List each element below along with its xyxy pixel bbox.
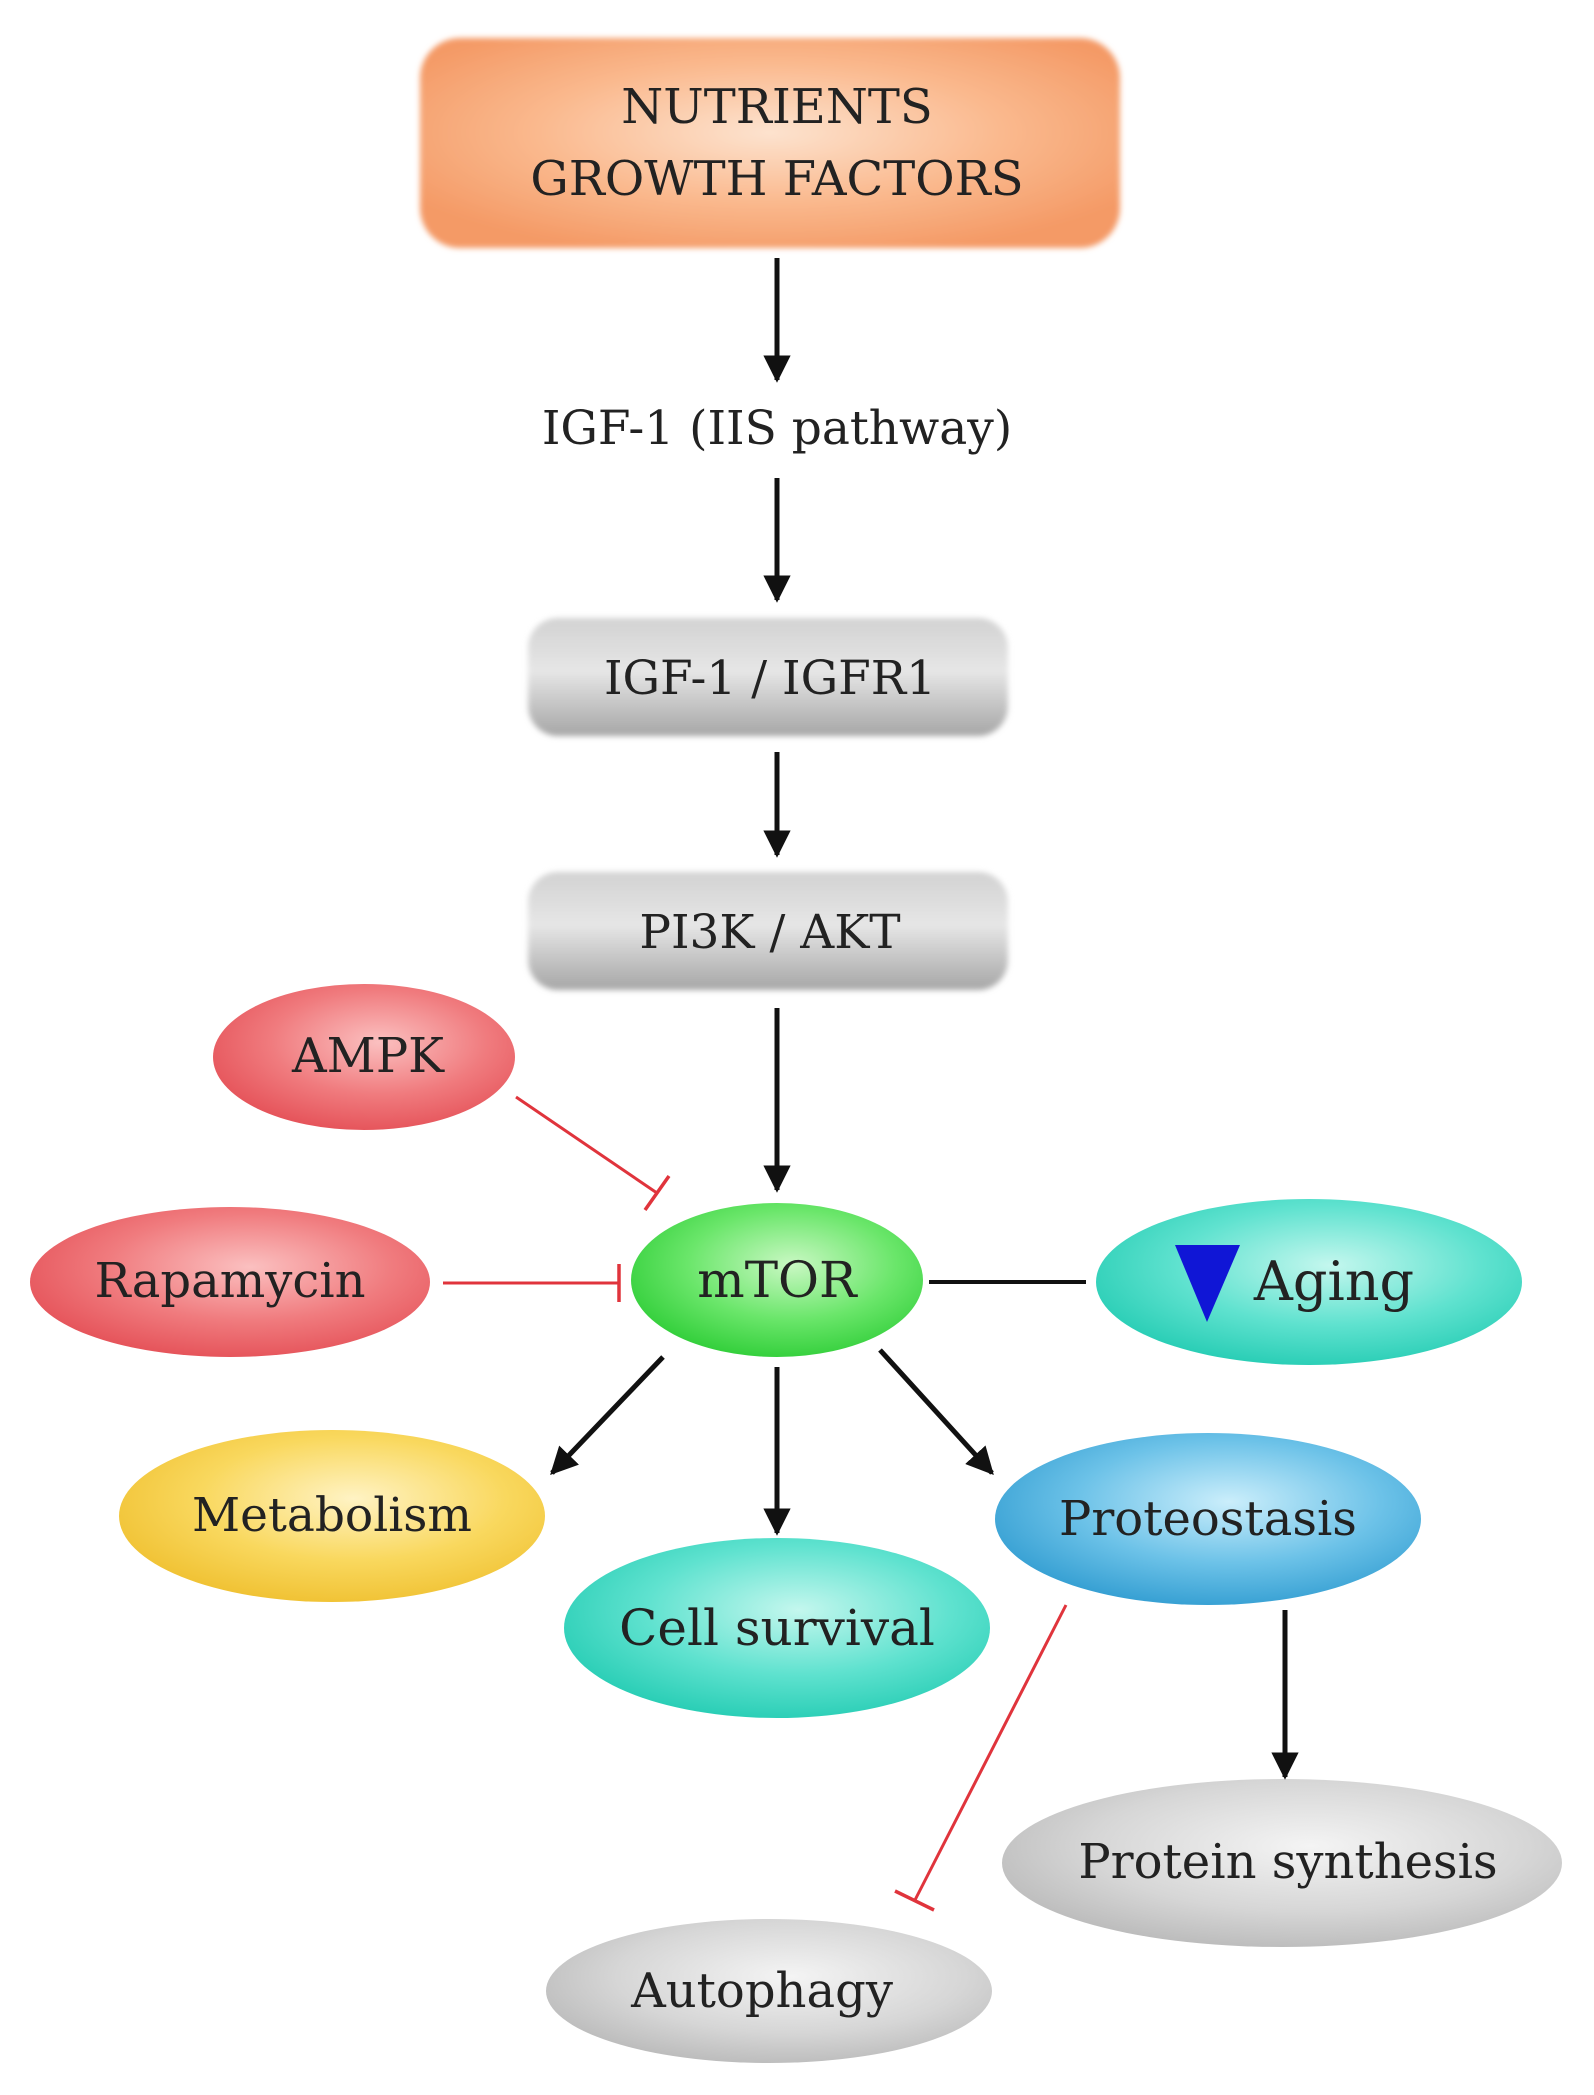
aging-label: Aging bbox=[1253, 1250, 1414, 1313]
cell-survival-ellipse bbox=[564, 1538, 990, 1718]
autophagy-ellipse bbox=[546, 1919, 992, 2063]
rapamycin-label: Rapamycin bbox=[95, 1253, 366, 1309]
protein-synthesis-ellipse bbox=[1002, 1779, 1562, 1947]
arrow-mtor-to-proteostasis bbox=[878, 1348, 994, 1476]
mtor-label: mTOR bbox=[697, 1251, 858, 1309]
arrow-mtor-to-metabolism bbox=[550, 1355, 665, 1475]
proteostasis-label: Proteostasis bbox=[1059, 1491, 1357, 1547]
decrease-triangle-icon bbox=[1175, 1245, 1240, 1322]
protein-synthesis-label: Protein synthesis bbox=[1078, 1834, 1497, 1890]
proteostasis-ellipse bbox=[995, 1433, 1421, 1605]
metabolism-label: Metabolism bbox=[192, 1488, 472, 1543]
mtor-ellipse bbox=[631, 1203, 923, 1357]
inhibit-rapamycin-to-mtor bbox=[443, 1264, 621, 1302]
nutrients-box bbox=[420, 38, 1120, 248]
nutrients-label-line1: NUTRIENTS bbox=[621, 79, 933, 135]
pi3k-akt-label: PI3K / AKT bbox=[639, 905, 900, 960]
igf1-iis-label: IGF-1 (IIS pathway) bbox=[542, 401, 1012, 456]
inhibit-ampk-to-mtor bbox=[515, 1095, 671, 1212]
pi3k-akt-box bbox=[528, 872, 1008, 990]
igf1-igfr1-box bbox=[528, 618, 1008, 736]
metabolism-ellipse bbox=[119, 1430, 545, 1602]
ampk-label: AMPK bbox=[291, 1028, 445, 1084]
rapamycin-ellipse bbox=[30, 1207, 430, 1357]
nutrients-label-line2: GROWTH FACTORS bbox=[530, 151, 1023, 207]
autophagy-label: Autophagy bbox=[630, 1963, 893, 2019]
aging-ellipse bbox=[1096, 1199, 1522, 1365]
ampk-ellipse bbox=[213, 984, 515, 1130]
igf1-igfr1-label: IGF-1 / IGFR1 bbox=[604, 651, 936, 706]
inhibit-proteostasis-to-autophagy bbox=[894, 1604, 1068, 1912]
cell-survival-label: Cell survival bbox=[619, 1599, 935, 1657]
